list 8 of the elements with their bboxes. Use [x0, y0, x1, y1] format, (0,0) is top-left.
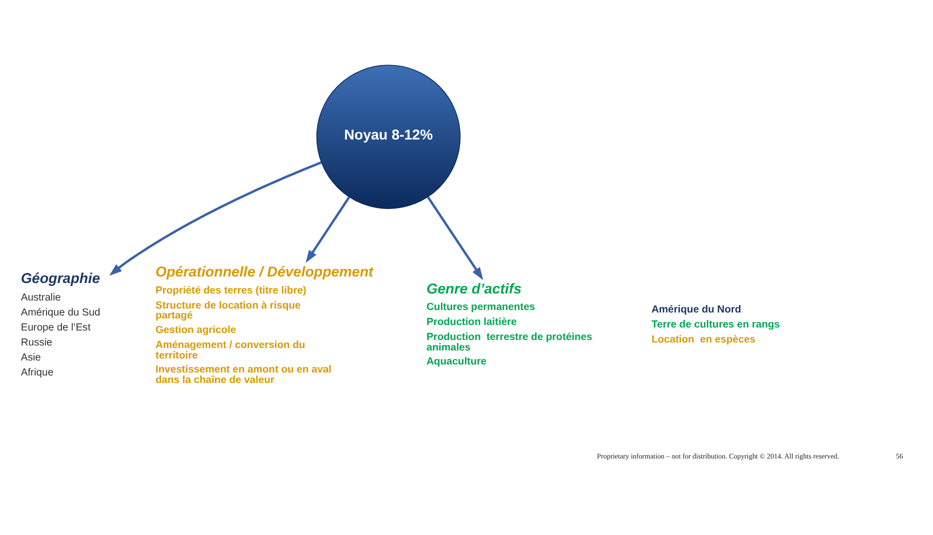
node-text: Amérique du Nord Terre de cultures en rangs Location en espèces — [651, 304, 780, 345]
node-text: Géographie Australie Amérique du Sud Europe de l’Est Russie Asie Afrique — [20, 270, 100, 378]
arrow — [306, 196, 350, 262]
node-text: Genre d’actifs Cultures permanentes Production laitière Production terrestre de protéines animales Aquaculture — [426, 280, 592, 368]
node-circle: Noyau 8-12% — [316, 64, 461, 208]
arrow — [109, 160, 322, 276]
node-text: Opérationnelle / Développement Propriété des terres (titre libre) Structure de location à risque partagé Gestion agricole Aménagement / conversion du territoire Investissement en amont ou en aval dans la chaîne de valeur — [156, 264, 374, 386]
arrow — [426, 196, 484, 280]
